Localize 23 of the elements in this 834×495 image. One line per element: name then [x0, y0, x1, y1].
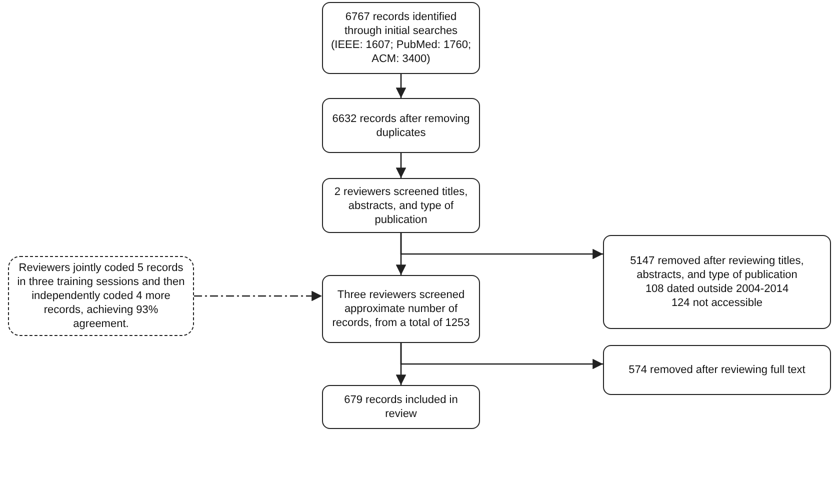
- box-text: 679 records included in review: [343, 393, 459, 421]
- arrow: [194, 290, 322, 302]
- box-text: 6632 records after removing duplicates: [331, 112, 471, 140]
- box-text: 108 dated outside 2004-2014: [645, 282, 789, 296]
- process-box: [322, 385, 480, 429]
- process-box: [603, 345, 831, 395]
- note-box: [8, 256, 194, 336]
- box-text: 6767 records identified through initial searches (IEEE: 1607; PubMed: 1760; ACM: 3400): [330, 10, 472, 66]
- process-box: [322, 275, 480, 343]
- box-text: 5147 removed after reviewing titles, abstracts, and type of publication: [629, 254, 805, 282]
- arrow: [396, 74, 406, 98]
- process-box: [603, 235, 831, 329]
- box-text: 124 not accessible: [671, 296, 763, 310]
- arrow: [396, 153, 406, 178]
- box-text: 2 reviewers screened titles, abstracts, and type of publication: [333, 184, 469, 226]
- box-text: Reviewers jointly coded 5 records in three training sessions and then independently coded 4 more records, achieving 93% agreement.: [16, 261, 186, 331]
- arrow: [400, 343, 603, 370]
- process-box: [322, 178, 480, 233]
- box-text: Three reviewers screened approximate number of records, from a total of 1253: [331, 288, 471, 330]
- arrow: [400, 233, 603, 260]
- box-text: 574 removed after reviewing full text: [628, 363, 806, 377]
- process-box: [322, 2, 480, 74]
- process-box: [322, 98, 480, 153]
